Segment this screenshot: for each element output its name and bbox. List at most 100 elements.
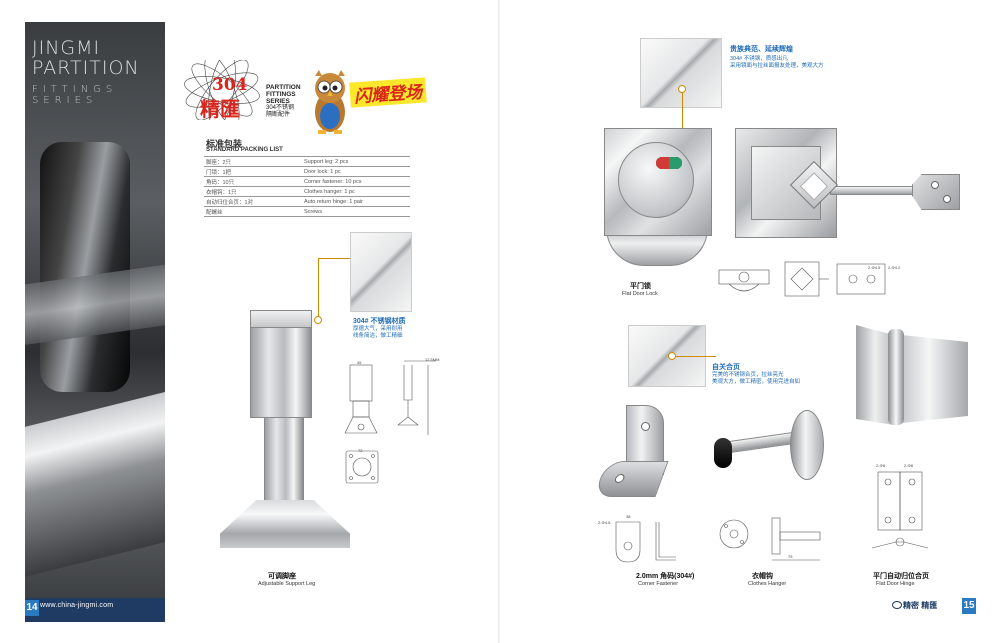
callout-line <box>318 258 350 259</box>
callout-body-line: 完美的不锈钢合页，拉丝亮光 <box>712 372 784 378</box>
packing-title-en: STANDARD PACKING LIST <box>206 147 283 153</box>
dim-label: 75 <box>788 554 793 559</box>
support-leg-caption-en: Adjustable Support Leg <box>258 581 316 587</box>
hinge-caption-en: Flat Door Hinge <box>876 581 915 587</box>
footer-brand: 精密 精匯 <box>903 601 938 610</box>
row-en: Corner fastener: 10 pcs <box>302 176 410 187</box>
dim-label: 2-Φ8 <box>876 463 885 468</box>
lock-keeper-photo <box>912 174 960 210</box>
hero-title-line2: PARTITION <box>32 57 140 79</box>
callout-body-line: 美观大方，做工精密，使用完进自如 <box>712 379 801 385</box>
corner-caption-en: Corner Fastener <box>638 581 679 587</box>
row-cn: 自动归位合页：1对 <box>204 196 302 207</box>
clothes-hanger-photo <box>708 410 828 500</box>
callout-body-line: 304# 不锈钢，质感出凡 <box>730 56 788 62</box>
callout-line <box>676 356 716 357</box>
hero-title-line4: SERIES <box>32 95 98 106</box>
packing-title-cn: 标准包装 <box>206 139 243 149</box>
support-leg-zoom <box>350 232 412 312</box>
launch-badge: 闪耀登场 <box>349 77 427 108</box>
dim-label: 2-Φ4.2 <box>888 265 901 270</box>
row-en: Auto return hinge: 1 pair <box>302 196 410 207</box>
dim-label: 45 <box>357 360 362 365</box>
hinge-drawing <box>871 471 929 549</box>
callout-body-line: 线条简洁，做工精细 <box>353 333 403 339</box>
door-lock-caption-cn: 平门锁 <box>630 283 651 290</box>
support-leg-drawing <box>344 360 436 484</box>
series-en-2: FITTINGS <box>266 91 296 98</box>
support-leg-caption-cn: 可调脚座 <box>268 573 296 580</box>
door-lock-caption-en: Flat Door Lock <box>622 291 658 297</box>
hanger-caption-cn: 衣帽钩 <box>752 573 773 580</box>
hero-title-line3: FITTINGS <box>32 84 118 95</box>
hinge-caption-cn: 平门自动归位合页 <box>873 573 929 580</box>
dim-label: 72 <box>358 448 363 453</box>
row-cn: 衣帽钩：1只 <box>204 186 302 197</box>
logo-brand-cn: 精匯 <box>200 97 240 121</box>
callout-dot-icon <box>678 85 686 93</box>
occupancy-indicator-icon <box>656 157 682 169</box>
corner-fastener-photo <box>593 405 675 500</box>
hero-title: JINGMI PARTITION FITTINGS SERIES <box>32 38 172 106</box>
hinge-callout-body: 完美的不锈钢合页，拉丝亮光 美观大方，做工精密，使用完进自如 <box>712 372 800 386</box>
row-cn: 门锁：1把 <box>204 166 302 177</box>
dim-label: 2-Φ4.5 <box>868 265 881 270</box>
row-cn: 角码：10只 <box>204 176 302 187</box>
series-cn-2: 隔断配件 <box>266 112 291 118</box>
door-lock-drawing <box>718 261 886 297</box>
series-cn-1: 304不锈钢 <box>266 105 295 111</box>
clothes-hanger-drawing <box>719 517 821 561</box>
page-number-left: 14 <box>25 600 39 616</box>
row-en: Door lock: 1 pc <box>302 166 410 177</box>
callout-line <box>682 92 683 132</box>
flat-door-lock-photo <box>598 128 716 268</box>
dim-label: 38 <box>626 514 631 519</box>
logo-number: 304 <box>212 75 248 95</box>
website-url: www.china-jingmi.com <box>40 602 114 609</box>
corner-fastener-drawing <box>615 521 676 563</box>
dim-label: 2-Φ4.5 <box>598 520 611 525</box>
dim-label: 12.5MM <box>425 357 440 362</box>
hanger-caption-en: Clothes Hanger <box>748 581 787 587</box>
row-cn: 配螺丝 <box>204 206 302 217</box>
lever-lock-photo <box>735 128 926 238</box>
door-lock-callout-title: 贵族典范、延续辉煌 <box>730 46 793 53</box>
row-cn: 脚座：2只 <box>204 156 302 167</box>
series-en-3: SERIES <box>266 98 290 105</box>
row-en: Clothes hanger: 1 pc <box>302 186 410 197</box>
hero-photo <box>25 22 165 622</box>
brand-logo-icon <box>892 601 902 609</box>
corner-caption-cn: 2.0mm 角码(304#) <box>636 573 695 580</box>
door-lock-callout-body: 304# 不锈钢，质感出凡 采用镜面与拉丝面报友处理，美观大方 <box>730 56 824 70</box>
callout-body-line: 采用镜面与拉丝面报友处理，美观大方 <box>730 63 824 69</box>
hero-title-line1: JINGMI <box>32 37 101 59</box>
callout-dot-icon <box>668 352 676 360</box>
page-number-right: 15 <box>962 598 976 614</box>
support-leg-photo <box>220 310 350 560</box>
footer-bar <box>25 598 165 622</box>
support-leg-callout-title: 304# 不锈钢材质 <box>353 318 406 325</box>
series-en-1: PARTITION <box>266 84 301 91</box>
door-lock-zoom <box>640 38 722 108</box>
right-page <box>500 0 1000 643</box>
callout-line <box>318 258 319 318</box>
callout-body-line: 厚德大气，采用耐用 <box>353 326 403 332</box>
dim-label: 2-Φ8 <box>904 463 913 468</box>
row-en: Support leg: 2 pcs <box>302 156 410 167</box>
door-hinge-photo <box>856 325 974 425</box>
callout-dot-icon <box>314 316 322 324</box>
series-label: PARTITION FITTINGS SERIES 304不锈钢 隔断配件 <box>266 84 301 119</box>
hinge-callout-title: 自关合页 <box>712 364 740 371</box>
left-page: JINGMI PARTITION FITTINGS SERIES 14 www.… <box>25 22 440 622</box>
brand-logo: 304 精匯 <box>180 60 270 135</box>
row-en: Screws <box>302 206 410 217</box>
owl-mascot-icon <box>315 70 345 134</box>
